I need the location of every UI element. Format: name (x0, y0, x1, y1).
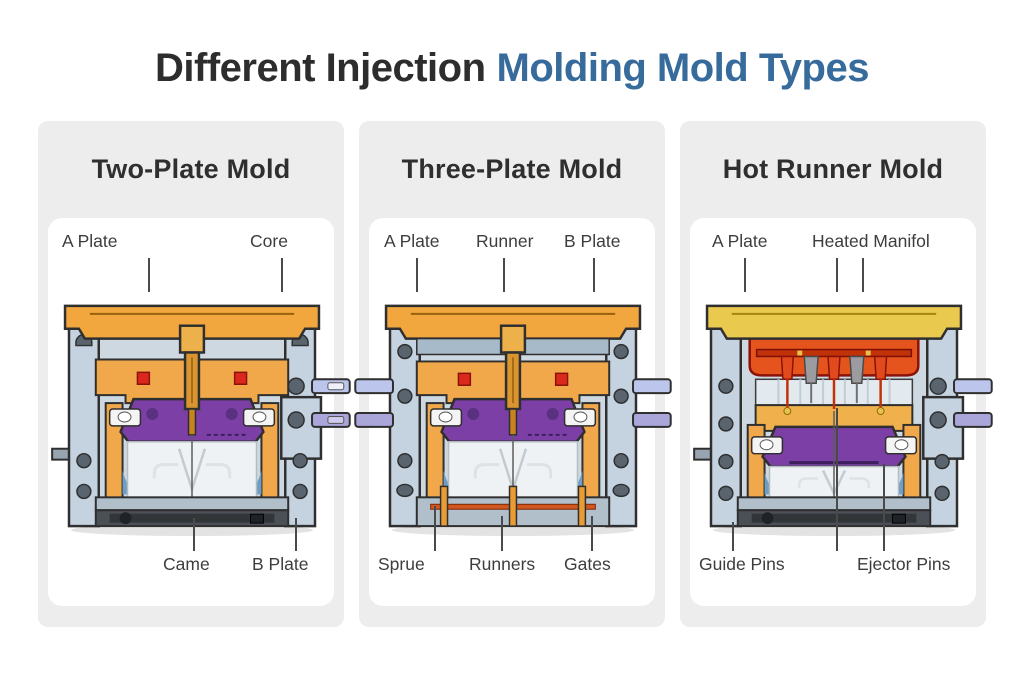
leader-sprue (434, 506, 436, 551)
label-a-plate-3: A Plate (712, 231, 768, 251)
panel-two-plate-mold: Two-Plate Mold A Plate Core (38, 121, 351, 627)
leader-a-plate-3 (744, 258, 746, 292)
leader-a-plate-2 (416, 258, 418, 292)
leader-heated-manifold-1 (836, 258, 838, 292)
panel-hot-runner-mold: Hot Runner Mold A Plate Heated Manifol (680, 121, 993, 627)
panel-title-three-plate: Three-Plate Mold (401, 154, 623, 184)
leader-ejector-pins (883, 464, 885, 551)
three-plate-mold-illustration (354, 304, 672, 537)
leader-center-line (836, 408, 838, 551)
two-plate-mold-illustration (51, 304, 351, 537)
panels-row: Two-Plate Mold A Plate Core (38, 121, 993, 627)
two-plate-card: A Plate Core (48, 218, 351, 606)
panel-title-hot-runner: Hot Runner Mold (722, 154, 944, 184)
leader-runners (501, 516, 503, 551)
label-b-plate-2: B Plate (564, 231, 621, 251)
panel-title-two-plate: Two-Plate Mold (91, 154, 291, 184)
label-heated-manifold: Heated Manifol (812, 231, 930, 251)
leader-heated-manifold-2 (862, 258, 864, 292)
label-ejector-pins: Ejector Pins (857, 554, 951, 574)
label-runner: Runner (476, 231, 534, 251)
label-guide-pins: Guide Pins (699, 554, 785, 574)
leader-gates (591, 516, 593, 551)
page-title-black: Different Injection (155, 46, 486, 90)
label-a-plate-2: A Plate (384, 231, 440, 251)
panel-three-plate-mold: Three-Plate Mold A Plate Runner B Plate (354, 121, 672, 627)
label-runners: Runners (469, 554, 536, 574)
page-title-blue: Molding Mold Types (496, 46, 870, 90)
leader-b-plate-2 (593, 258, 595, 292)
label-core: Core (250, 231, 288, 251)
leader-b-plate (295, 518, 297, 551)
leader-runner (503, 258, 505, 292)
label-came: Came (163, 554, 210, 574)
leader-came (193, 518, 195, 551)
label-gates: Gates (564, 554, 611, 574)
label-b-plate: B Plate (252, 554, 309, 574)
label-sprue: Sprue (378, 554, 425, 574)
leader-core (281, 258, 283, 292)
hot-runner-mold-illustration (693, 304, 993, 537)
leader-a-plate (148, 258, 150, 292)
hot-runner-card: A Plate Heated Manifol (690, 218, 993, 606)
label-a-plate: A Plate (62, 231, 118, 251)
leader-guide-pins (732, 522, 734, 551)
three-plate-card: A Plate Runner B Plate (354, 218, 672, 606)
